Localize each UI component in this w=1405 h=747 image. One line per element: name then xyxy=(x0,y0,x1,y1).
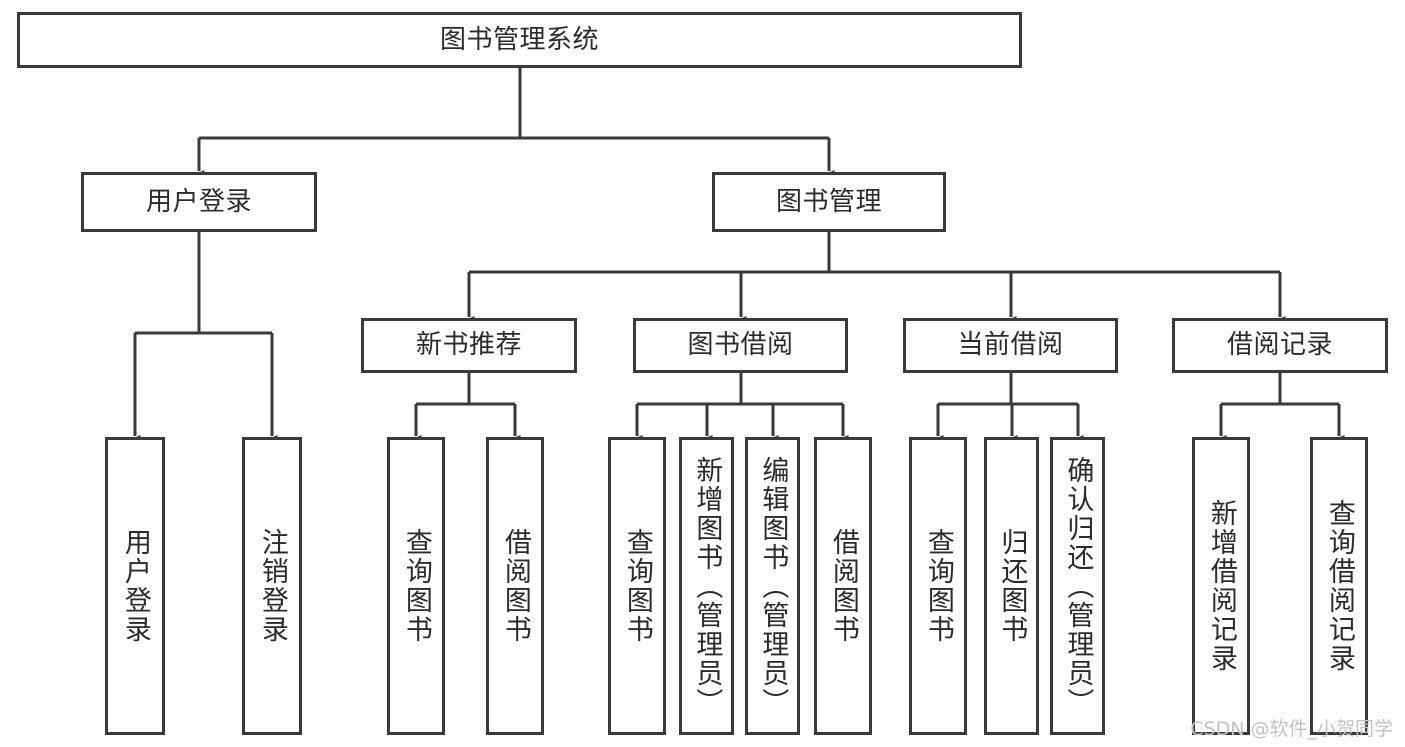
node-leaf-add-record[interactable]: 新增借阅记录 xyxy=(1192,437,1250,735)
node-borrow[interactable]: 图书借阅 xyxy=(633,318,848,373)
node-label-leaf-borrow-book-2: 借阅图书 xyxy=(827,528,859,644)
node-leaf-confirm-return[interactable]: 确认归还（管理员） xyxy=(1050,437,1105,735)
node-label-leaf-query-book-1: 查询图书 xyxy=(400,528,432,644)
node-leaf-query-book-3[interactable]: 查询图书 xyxy=(909,437,967,735)
node-leaf-edit-book[interactable]: 编辑图书（管理员） xyxy=(745,437,800,735)
node-label-leaf-add-record: 新增借阅记录 xyxy=(1205,499,1237,673)
edge-group xyxy=(129,68,1345,445)
node-label-leaf-user-login: 用户登录 xyxy=(119,528,151,644)
node-leaf-return-book[interactable]: 归还图书 xyxy=(984,437,1039,735)
node-label-records: 借阅记录 xyxy=(1226,330,1333,361)
node-label-leaf-borrow-book-1: 借阅图书 xyxy=(499,528,531,644)
node-leaf-borrow-book-2[interactable]: 借阅图书 xyxy=(814,437,872,735)
node-leaf-user-logout[interactable]: 注销登录 xyxy=(242,437,302,735)
node-leaf-borrow-book-1[interactable]: 借阅图书 xyxy=(486,437,544,735)
node-label-newbook: 新书推荐 xyxy=(415,330,522,361)
node-bookmgmt[interactable]: 图书管理 xyxy=(712,172,946,232)
node-label-leaf-query-record: 查询借阅记录 xyxy=(1323,499,1355,673)
node-leaf-query-book-2[interactable]: 查询图书 xyxy=(608,437,666,735)
node-label-leaf-query-book-3: 查询图书 xyxy=(922,528,954,644)
node-current[interactable]: 当前借阅 xyxy=(903,318,1118,373)
node-leaf-user-login[interactable]: 用户登录 xyxy=(105,437,165,735)
node-label-borrow: 图书借阅 xyxy=(687,330,794,361)
node-label-current: 当前借阅 xyxy=(957,330,1064,361)
node-label-bookmgmt: 图书管理 xyxy=(775,186,882,217)
node-leaf-query-book-1[interactable]: 查询图书 xyxy=(387,437,445,735)
node-label-leaf-add-book: 新增图书（管理员） xyxy=(691,455,723,717)
node-label-leaf-edit-book: 编辑图书（管理员） xyxy=(757,455,789,717)
node-leaf-query-record[interactable]: 查询借阅记录 xyxy=(1310,437,1368,735)
node-login[interactable]: 用户登录 xyxy=(81,172,317,232)
node-label-leaf-query-book-2: 查询图书 xyxy=(621,528,653,644)
node-newbook[interactable]: 新书推荐 xyxy=(361,318,577,373)
node-label-leaf-user-logout: 注销登录 xyxy=(256,528,288,644)
node-label-login: 用户登录 xyxy=(145,186,252,217)
node-label-root: 图书管理系统 xyxy=(439,24,599,55)
node-records[interactable]: 借阅记录 xyxy=(1172,318,1388,373)
node-label-leaf-confirm-return: 确认归还（管理员） xyxy=(1062,455,1094,717)
node-leaf-add-book[interactable]: 新增图书（管理员） xyxy=(679,437,734,735)
node-root[interactable]: 图书管理系统 xyxy=(17,12,1022,68)
node-label-leaf-return-book: 归还图书 xyxy=(996,528,1028,644)
